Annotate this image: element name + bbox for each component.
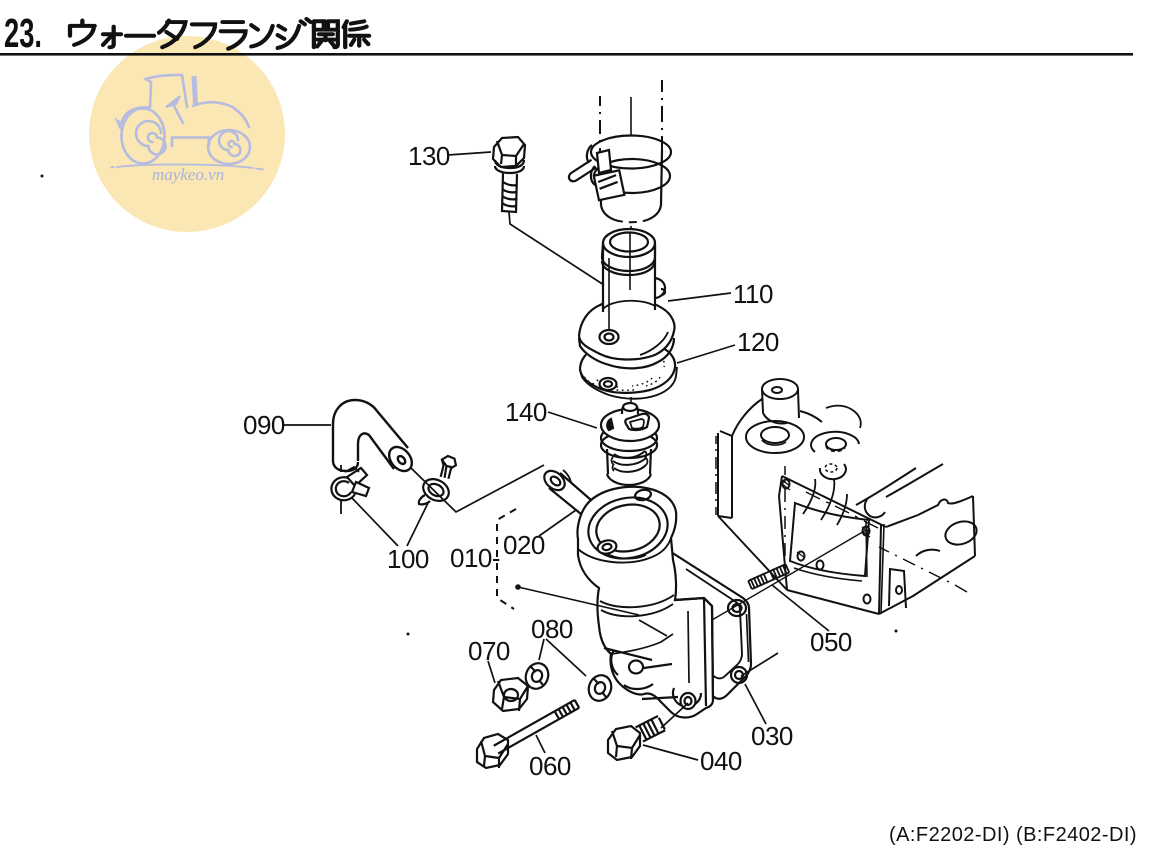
svg-text:090: 090 (243, 410, 285, 440)
svg-text:130: 130 (408, 141, 450, 171)
svg-text:050: 050 (810, 627, 852, 657)
svg-text:080: 080 (531, 614, 573, 644)
svg-text:060: 060 (529, 751, 571, 781)
svg-text:040: 040 (700, 746, 742, 776)
svg-text:(A:F2202-DI) (B:F2402-DI): (A:F2202-DI) (B:F2402-DI) (889, 824, 1137, 846)
svg-text:23.: 23. (4, 10, 42, 56)
svg-text:020: 020 (503, 530, 545, 560)
svg-text:030: 030 (751, 721, 793, 751)
svg-text:maykeo.vn: maykeo.vn (152, 165, 224, 184)
svg-text:110: 110 (733, 279, 773, 309)
svg-text:100: 100 (387, 544, 429, 574)
svg-text:120: 120 (737, 327, 779, 357)
svg-text:140: 140 (505, 397, 547, 427)
svg-text:010-: 010- (450, 543, 500, 573)
svg-text:070: 070 (468, 636, 510, 666)
